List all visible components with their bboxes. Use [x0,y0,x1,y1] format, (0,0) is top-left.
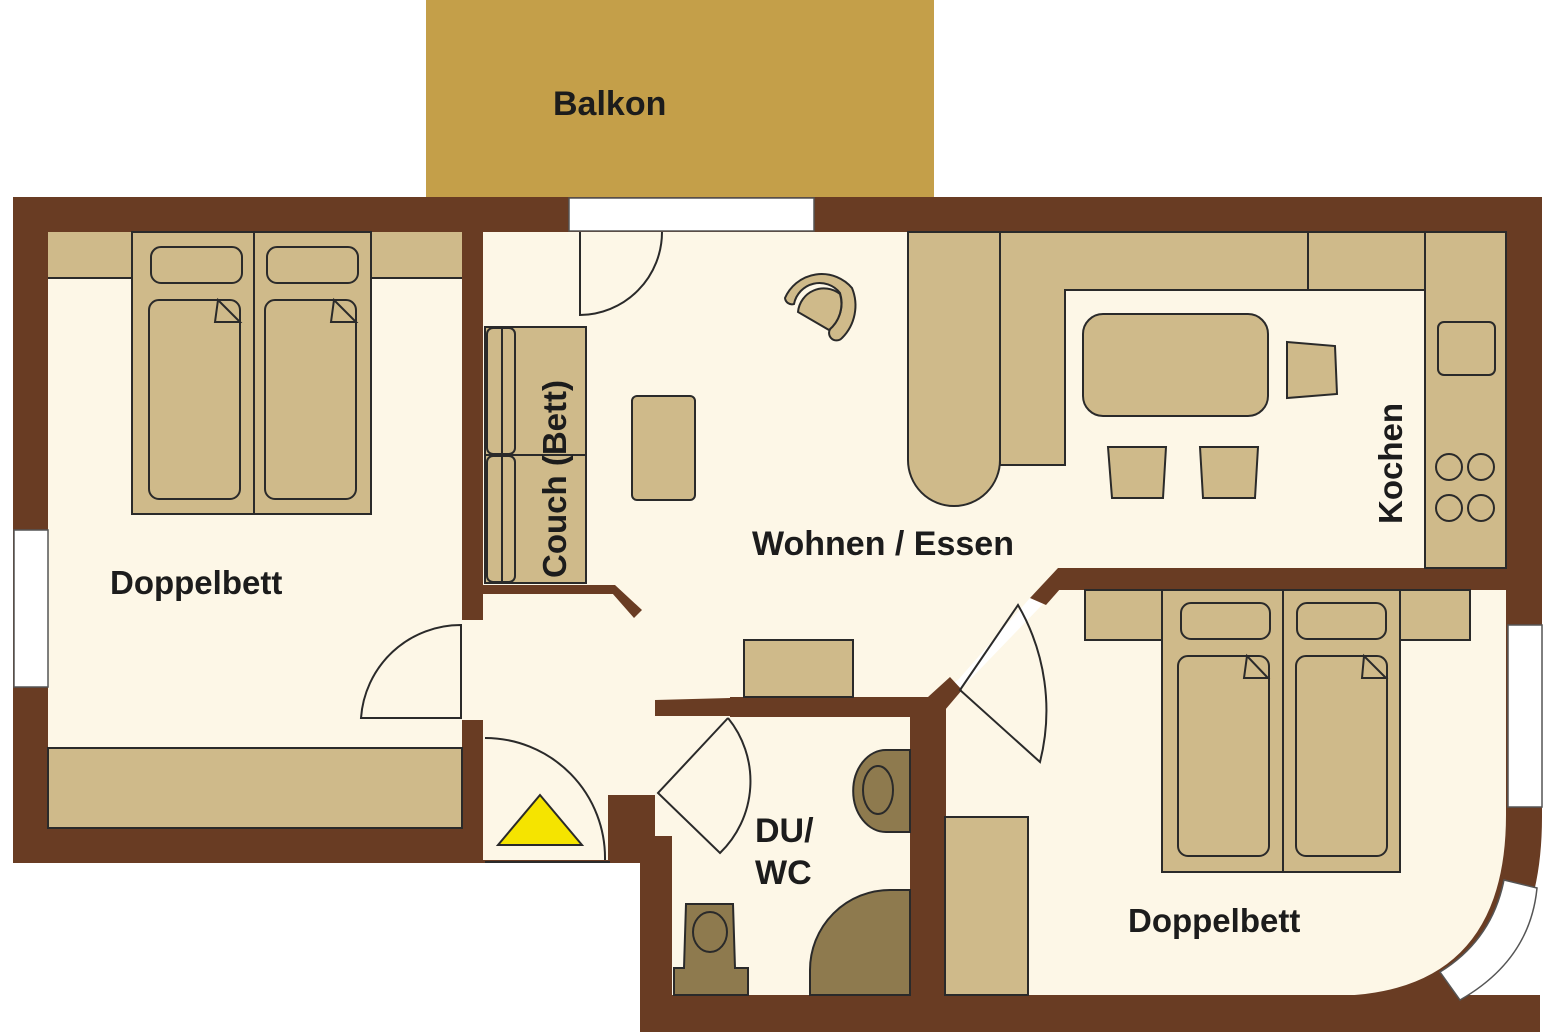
balcony-area [426,0,934,198]
right-bedroom-furniture [944,589,1471,996]
inner-walls [462,232,1540,1032]
window-corner [1438,879,1538,1001]
label-bathroom-2: WC [755,854,812,892]
label-bathroom-1: DU/ [755,812,814,850]
window-right-bedroom [1507,624,1543,808]
window-left-bedroom [13,529,49,688]
label-balcony: Balkon [553,85,666,123]
label-couch: Couch (Bett) [536,380,573,578]
living-furniture [484,231,1507,863]
label-living: Wohnen / Essen [752,525,1014,563]
label-bedroom-right: Doppelbett [1128,902,1300,939]
entrance-icon [495,793,585,846]
label-kitchen: Kochen [1372,403,1409,524]
windows [13,197,1543,1001]
bathroom-fixtures [656,717,911,996]
window-balcony [568,197,815,232]
left-bedroom-furniture [47,231,463,829]
label-bedroom-left: Doppelbett [110,564,282,601]
